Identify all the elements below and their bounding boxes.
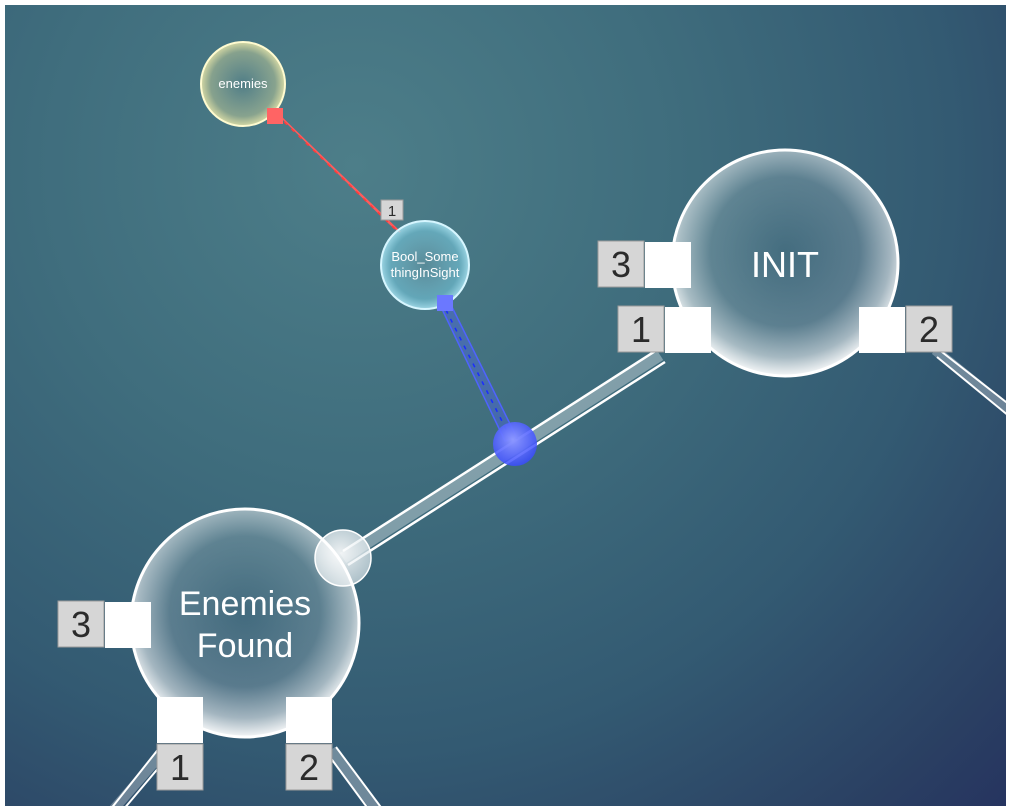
state-node-enemies-found-label-line1: Enemies [179, 585, 311, 623]
condition-node-label-line1: Bool_Some [391, 249, 458, 264]
condition-output-port[interactable] [437, 295, 453, 311]
graph-canvas[interactable]: enemies Bool_Some thingInSight 1 INIT 3 … [5, 5, 1006, 806]
enemies-found-port-2[interactable]: 2 [285, 697, 333, 791]
variable-node-enemies[interactable]: enemies [200, 41, 286, 127]
variable-output-port[interactable] [267, 108, 283, 124]
svg-text:1: 1 [170, 747, 190, 788]
variable-node-label: enemies [218, 76, 268, 91]
condition-output-link[interactable] [439, 306, 519, 442]
init-port-2[interactable]: 2 [859, 305, 953, 353]
condition-input-port[interactable]: 1 [380, 199, 404, 221]
state-node-init-label: INIT [751, 244, 819, 285]
svg-text:1: 1 [388, 203, 396, 220]
svg-text:3: 3 [611, 244, 631, 285]
init-port-1[interactable]: 1 [617, 305, 711, 353]
enemies-found-port-1[interactable]: 1 [156, 697, 204, 791]
svg-text:3: 3 [71, 604, 91, 645]
svg-text:2: 2 [919, 309, 939, 350]
outgoing-link-enemies-port-2 [326, 746, 382, 806]
enemies-found-port-3[interactable]: 3 [57, 600, 151, 648]
state-node-enemies-found-label-line2: Found [197, 627, 293, 665]
transition-condition-knob[interactable] [493, 422, 537, 466]
svg-text:2: 2 [299, 747, 319, 788]
condition-node[interactable]: Bool_Some thingInSight [380, 220, 470, 310]
condition-node-label-line2: thingInSight [391, 265, 460, 280]
init-port-3[interactable]: 3 [597, 240, 691, 288]
outgoing-link-init-port-2 [931, 344, 1006, 415]
svg-text:1: 1 [631, 309, 651, 350]
state-node-enemies-found[interactable]: Enemies Found [129, 507, 361, 739]
